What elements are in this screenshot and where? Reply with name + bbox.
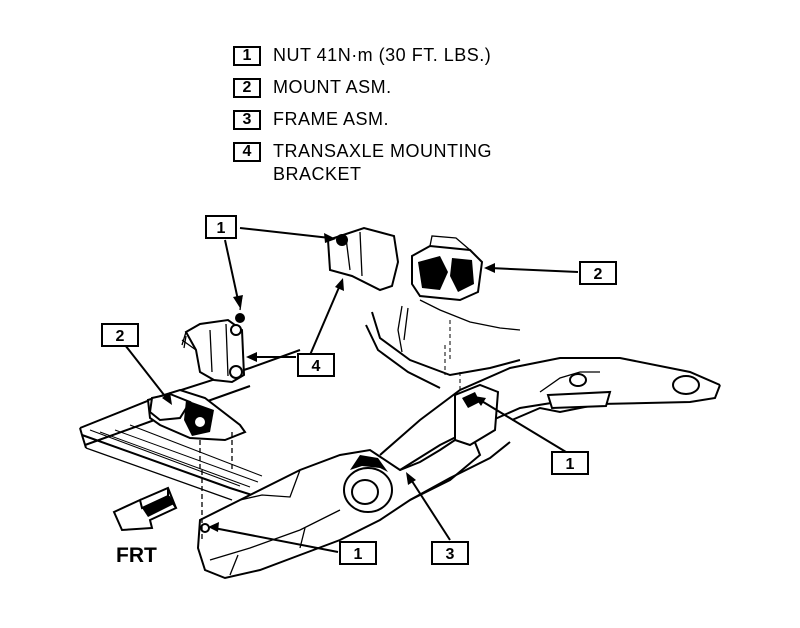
right-arm-hole	[672, 375, 700, 395]
upper-nut	[336, 234, 348, 246]
leader-nut-lower	[213, 527, 339, 553]
callout-number: 3	[446, 546, 455, 563]
rear-rail-upper	[371, 311, 521, 377]
bracket-upper-bolt	[230, 324, 242, 336]
arrowhead	[324, 233, 336, 243]
arrowhead	[406, 472, 416, 485]
legend-number-box: 1	[233, 46, 261, 66]
lower-nut	[200, 523, 210, 533]
callout-box	[431, 541, 469, 565]
arrowhead	[335, 278, 344, 291]
legend-item-bracket: 4 TRANSAXLE MOUNTING BRACKET	[233, 140, 573, 184]
left-mount-stud	[193, 415, 207, 429]
arrowhead	[246, 352, 257, 362]
arrowhead	[233, 295, 243, 308]
callout-box	[579, 261, 617, 285]
leader-nut-upper-to-upper-nut	[239, 227, 331, 239]
leader-frame	[409, 477, 451, 541]
transaxle-bracket	[181, 295, 246, 384]
right-arm-hole-small	[569, 373, 587, 387]
callout-number: 1	[354, 546, 363, 563]
crossmember-detail-3	[239, 469, 301, 501]
upper-mount-rubber-1	[418, 256, 448, 290]
right-arm-detail	[539, 371, 600, 393]
front-indicator: FRT	[112, 486, 178, 567]
arrowhead	[208, 522, 219, 532]
callout-box	[339, 541, 377, 565]
leader-nut-upper-to-bracket-nut	[224, 239, 239, 301]
boss-shadow	[462, 392, 480, 408]
side-rail-lower-edge-2	[85, 447, 233, 501]
callout-frame: 3	[431, 541, 469, 565]
callout-mount-left: 2	[101, 323, 139, 347]
side-rail-end	[79, 427, 87, 449]
callout-number: 1	[566, 456, 575, 473]
arrowhead	[474, 396, 486, 406]
leader-mount-right	[489, 267, 579, 273]
legend-label: TRANSAXLE MOUNTING BRACKET	[273, 141, 493, 184]
hidden-lines	[444, 320, 461, 395]
right-arm-tab	[546, 390, 612, 410]
leader-lines	[124, 227, 579, 553]
front-arrow-depth	[139, 486, 177, 509]
callout-number: 2	[594, 266, 603, 283]
arrowhead	[162, 392, 172, 405]
rear-rail-edge	[419, 299, 521, 331]
legend-label: FRAME ASM.	[273, 109, 390, 129]
arrowhead	[484, 263, 495, 273]
upper-mount-assembly	[326, 226, 484, 302]
frame-assembly	[79, 299, 721, 580]
side-rail-hatching	[89, 424, 263, 488]
callout-nut-right: 1	[551, 451, 589, 475]
bracket-nut	[235, 313, 245, 323]
bracket-detail	[181, 323, 229, 377]
legend-number-box: 2	[233, 78, 261, 98]
front-arrow-shade	[142, 496, 174, 517]
bracket-lower-bolt	[229, 365, 243, 379]
legend-label: NUT 41N·m (30 FT. LBS.)	[273, 45, 492, 65]
legend-number-box: 4	[233, 142, 261, 162]
rear-rail-detail	[397, 305, 409, 353]
main-rail-top	[379, 357, 721, 456]
leader-mount-left	[124, 344, 169, 401]
legend-item-nut: 1 NUT 41N·m (30 FT. LBS.)	[233, 44, 573, 76]
front-label: FRT	[116, 544, 157, 567]
left-mount-assembly	[146, 388, 247, 472]
callout-box	[101, 323, 139, 347]
main-rail-lower	[409, 441, 511, 501]
frame-mount-boss	[454, 383, 500, 447]
left-mount-bolt-lines	[199, 432, 233, 472]
callout-nut-upper: 1	[205, 215, 237, 239]
callout-box	[205, 215, 237, 239]
legend-label: MOUNT ASM.	[273, 77, 392, 97]
legend-item-frame: 3 FRAME ASM.	[233, 108, 573, 140]
callout-number: 2	[116, 328, 125, 345]
callout-box	[297, 353, 335, 377]
callout-box	[551, 451, 589, 475]
callout-nut-lower: 1	[339, 541, 377, 565]
frame-bushing-inner	[351, 479, 379, 505]
upper-mount-top	[429, 235, 471, 251]
side-rail-top-edge	[79, 349, 301, 429]
legend-number-box: 3	[233, 110, 261, 130]
legend: 1 NUT 41N·m (30 FT. LBS.) 2 MOUNT ASM. 3…	[233, 44, 573, 184]
callout-mount-right: 2	[579, 261, 617, 285]
rear-rail-lower	[365, 324, 441, 389]
legend-item-mount: 2 MOUNT ASM.	[233, 76, 573, 108]
callout-number: 1	[217, 220, 226, 237]
bushing-shadow	[350, 455, 388, 472]
upper-mount-rubber-2	[450, 258, 474, 292]
leader-nut-right	[479, 399, 567, 453]
leader-bracket-upper	[309, 284, 341, 356]
callout-bracket: 4	[297, 353, 335, 377]
callout-number: 4	[312, 358, 321, 375]
